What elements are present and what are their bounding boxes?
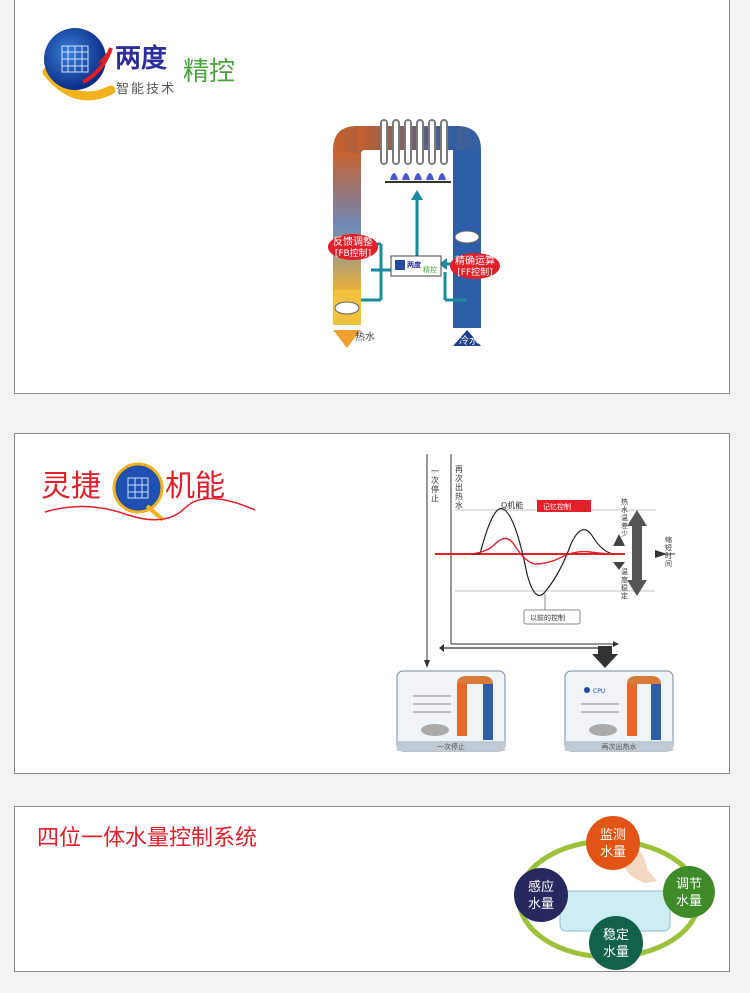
hot-outlet-icon: [333, 330, 361, 348]
node-sense-l2: 水量: [528, 897, 554, 912]
fb-label-1: 反馈调整: [333, 235, 373, 248]
node-stable-l2: 水量: [603, 945, 629, 960]
node-stable: [589, 916, 643, 970]
node-monitor-l1: 监测: [600, 828, 626, 843]
chip-brand: 两度: [407, 260, 422, 269]
node-monitor: [586, 816, 640, 870]
thumbnail-stop: 一次停止: [396, 670, 506, 752]
water-heater-diagram: 两度 精控 反馈调整 [FB控制] 精确运算 [FF控制] 热水 冷水: [328, 119, 500, 348]
memory-control-label: 记忆控制: [543, 502, 571, 511]
node-sense-l1: 感应: [528, 879, 554, 895]
panel2-canvas: 灵捷 机能 一次停止 再次出热水: [41, 454, 675, 752]
burner-flame-icon: [390, 173, 446, 180]
fb-label-2: [FB控制]: [335, 247, 371, 259]
thumb-right-cpu: CPU: [593, 688, 605, 695]
node-sense: [514, 868, 568, 922]
panel1-canvas: 两度 精控 智能技术: [42, 28, 500, 348]
brand-logo: [42, 28, 116, 101]
logo-accent-text: 精控: [183, 57, 235, 87]
node-adjust: [663, 866, 715, 918]
node-adjust-l1: 调节: [676, 877, 702, 892]
cold-sensor: [454, 230, 480, 244]
temp-stable-label: 温度稳定: [621, 567, 628, 600]
logo-brand-text: 两度: [115, 43, 167, 74]
thumb-left-caption: 一次停止: [437, 742, 465, 751]
node-monitor-l2: 水量: [600, 845, 626, 860]
temp-diff-label: 热水温差少: [621, 497, 628, 538]
range-arrow: [627, 510, 647, 596]
memory-control-tag: [537, 500, 591, 512]
logo-subtitle: 智能技术: [116, 82, 176, 97]
hot-water-label: 热水: [355, 330, 375, 343]
node-adjust-l2: 水量: [676, 894, 702, 909]
section3-title: 四位一体水量控制系统: [37, 826, 257, 851]
past-control-label: 以前的控制: [530, 613, 565, 622]
ff-label-1: 精确运算: [455, 254, 495, 267]
q-function-label: Q机能: [501, 500, 523, 510]
ff-label-2: [FF控制]: [457, 266, 492, 278]
four-in-one-diagram: 监测 水量 调节 水量 稳定 水量 感应 水量: [514, 816, 715, 970]
title-swoosh: [44, 497, 256, 521]
section2-title-left: 灵捷: [41, 469, 101, 504]
stop-label: 一次停止: [431, 467, 439, 503]
heat-exchanger-fins: [380, 119, 448, 165]
feature-panel-dual-control: 两度 精控 智能技术: [14, 0, 730, 394]
restart-label: 再次出热水: [455, 465, 463, 510]
feature-panel-water-control: 四位一体水量控制系统 监测 水量 调节 水量 稳定 水量 感应 水量: [14, 806, 730, 972]
shorten-time-label: 缩短时间: [665, 535, 672, 568]
thumbnail-restart: CPU 再次出热水: [564, 670, 674, 752]
hot-sensor: [334, 301, 360, 315]
node-stable-l1: 稳定: [603, 927, 629, 943]
ff-control-badge: [450, 253, 500, 279]
cold-water-label: 冷水: [459, 334, 479, 347]
fb-control-badge: [328, 234, 378, 260]
feature-panel-q-function: 灵捷 机能 一次停止 再次出热水: [14, 433, 730, 774]
thumb-right-caption: 再次出热水: [602, 742, 637, 751]
flow-arrows: [361, 198, 467, 302]
q-function-chart: 一次停止 再次出热水 Q机能 记忆控制 以前的控制 热水温差少: [424, 454, 675, 668]
chip-accent: 精控: [423, 265, 437, 274]
q-logo-icon: [112, 462, 165, 522]
hot-pipe: [333, 150, 361, 290]
past-control-curve: [467, 508, 616, 596]
past-control-tag: [523, 609, 581, 625]
panel3-canvas: 四位一体水量控制系统 监测 水量 调节 水量 稳定 水量 感应 水量: [37, 816, 715, 970]
cold-inlet-icon: [453, 330, 481, 346]
q-function-curve: [466, 537, 616, 565]
